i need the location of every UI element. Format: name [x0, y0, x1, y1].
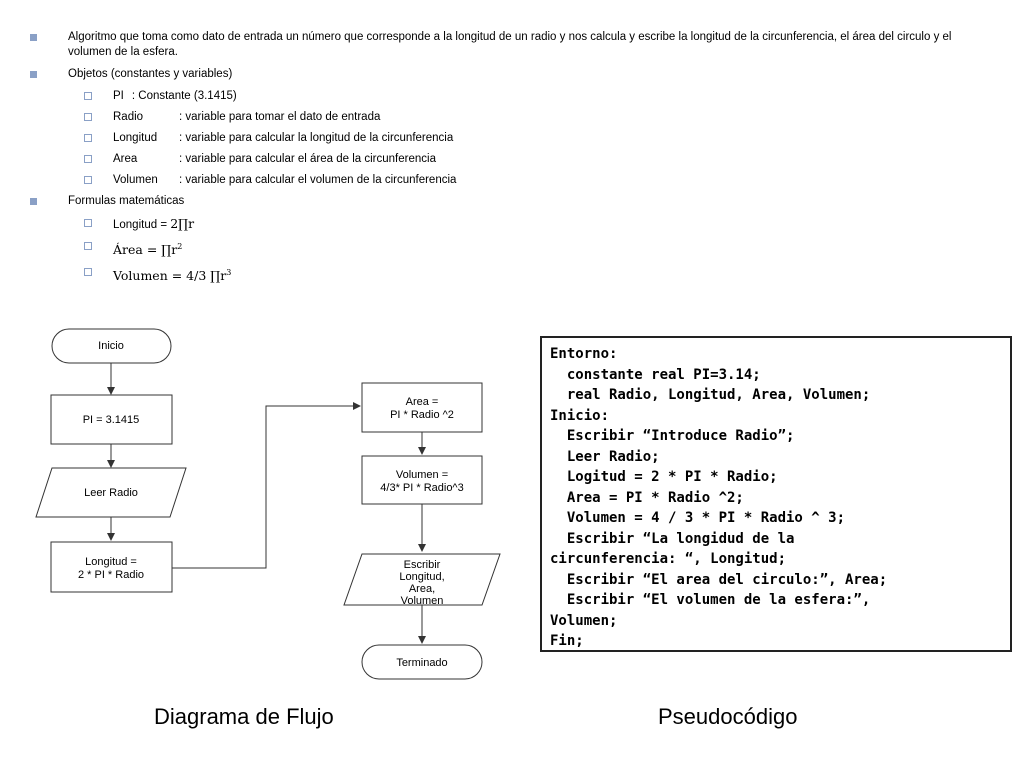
object-item-volumen: Volumen : variable para calcular el volum… [30, 173, 990, 188]
longitud-label-line2: 2 * PI * Radio [78, 569, 144, 581]
formula-area: Área = ∏r2 [30, 239, 990, 259]
bullet-formulas: Formulas matemáticas [30, 194, 990, 209]
caption-pseudocode: Pseudocódigo [658, 704, 798, 729]
escribir-label-line2: Longitud, [399, 571, 444, 583]
object-name: PI [113, 90, 124, 102]
formulas-title: Formulas matemáticas [68, 195, 185, 207]
object-desc: : variable para calcular el área de la c… [179, 153, 436, 165]
end-terminal [361, 644, 483, 680]
volumen-label-line1: Volumen = [396, 469, 448, 481]
start-terminal [51, 328, 172, 364]
object-item-longitud: Longitud : variable para calcular la long… [30, 131, 990, 146]
formula-longitud-prefix: Longitud = [113, 219, 171, 231]
sub-bullet-marker [84, 113, 92, 121]
bullet-marker [30, 34, 37, 41]
area-label-line1: Area = [406, 396, 439, 408]
sub-bullet-marker [84, 267, 92, 276]
volumen-process-box [361, 455, 483, 505]
bullet-marker [30, 198, 37, 205]
formula-volumen-expr: Volumen = 4/3 ∏r [113, 267, 227, 283]
escribir-label-line4: Volumen [401, 595, 444, 607]
sub-bullet-marker [84, 155, 92, 163]
object-desc: : variable para calcular el volumen de l… [179, 174, 457, 186]
longitud-process-box [50, 541, 173, 593]
escribir-label-line1: Escribir [404, 559, 441, 571]
object-name: Area [113, 153, 138, 165]
formula-longitud: Longitud = 2∏r [30, 216, 990, 233]
object-item-radio: Radio : variable para tomar el dato de en… [30, 110, 990, 125]
object-item-area: Area : variable para calcular el área de … [30, 152, 990, 167]
escribir-output-parallelogram [343, 553, 501, 606]
sub-bullet-marker [84, 134, 92, 142]
formula-area-expr: Área = ∏r [113, 241, 178, 257]
pseudocode-box: Entorno: constante real PI=3.14; real Ra… [540, 336, 1012, 652]
object-item-pi: PI : Constante (3.1415) [30, 89, 990, 104]
bullet-list: Algoritmo que toma como dato de entrada … [30, 30, 990, 291]
leer-input-parallelogram [35, 467, 187, 518]
bullet-marker [30, 71, 37, 78]
bullet-intro: Algoritmo que toma como dato de entrada … [30, 30, 990, 60]
sub-bullet-marker [84, 219, 92, 227]
object-name: Volumen [113, 174, 158, 186]
objects-title: Objetos (constantes y variables) [68, 68, 233, 80]
intro-text: Algoritmo que toma como dato de entrada … [68, 31, 952, 58]
area-process-box [361, 382, 483, 433]
formula-area-exp: 2 [177, 242, 183, 251]
pi-process-box [50, 394, 173, 445]
pi-label: PI = 3.1415 [83, 414, 140, 426]
formula-longitud-expr: 2∏r [170, 216, 195, 231]
sub-bullet-marker [84, 176, 92, 184]
object-name: Longitud [113, 132, 158, 144]
formula-volumen-exp: 3 [226, 267, 232, 277]
longitud-label-line1: Longitud = [85, 556, 137, 568]
bullet-objects: Objetos (constantes y variables) [30, 67, 990, 82]
end-label: Terminado [396, 657, 447, 669]
sub-bullet-marker [84, 242, 92, 250]
area-label-line2: PI * Radio ^2 [390, 409, 454, 421]
object-desc: : variable para tomar el dato de entrada [179, 111, 381, 123]
leer-label: Leer Radio [84, 487, 138, 499]
sub-bullet-marker [84, 92, 92, 100]
caption-flow-diagram: Diagrama de Flujo [154, 704, 334, 729]
volumen-label-line2: 4/3* PI * Radio^3 [380, 482, 463, 494]
connector-longitud-area [172, 402, 361, 569]
object-name: Radio [113, 111, 144, 123]
object-desc: : Constante (3.1415) [131, 90, 237, 102]
object-desc: : variable para calcular la longitud de … [179, 132, 454, 144]
formula-volumen: Volumen = 4/3 ∏r3 [30, 265, 990, 285]
start-label: Inicio [98, 340, 124, 352]
escribir-label-line3: Area, [409, 583, 435, 595]
